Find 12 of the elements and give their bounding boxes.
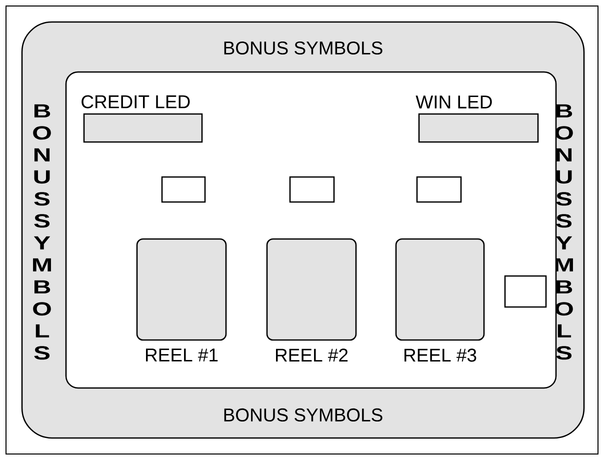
indicator-lamp xyxy=(161,176,206,203)
panel-label: BONUS SYMBOLS xyxy=(224,408,382,422)
panel-label: REEL #2 xyxy=(276,348,348,362)
panel-label: WIN LED xyxy=(416,96,492,108)
panel-label: CREDIT LED xyxy=(82,95,190,108)
panel-label: REEL #1 xyxy=(146,348,218,362)
panel-label: BONUS SYMBOLS xyxy=(33,104,51,360)
indicator-lamp xyxy=(289,176,335,203)
indicator-lamp xyxy=(416,176,462,203)
indicator-lamp xyxy=(504,275,547,308)
panel-label: BONUS SYMBOLS xyxy=(224,41,382,55)
panel-label: REEL #3 xyxy=(404,348,476,362)
